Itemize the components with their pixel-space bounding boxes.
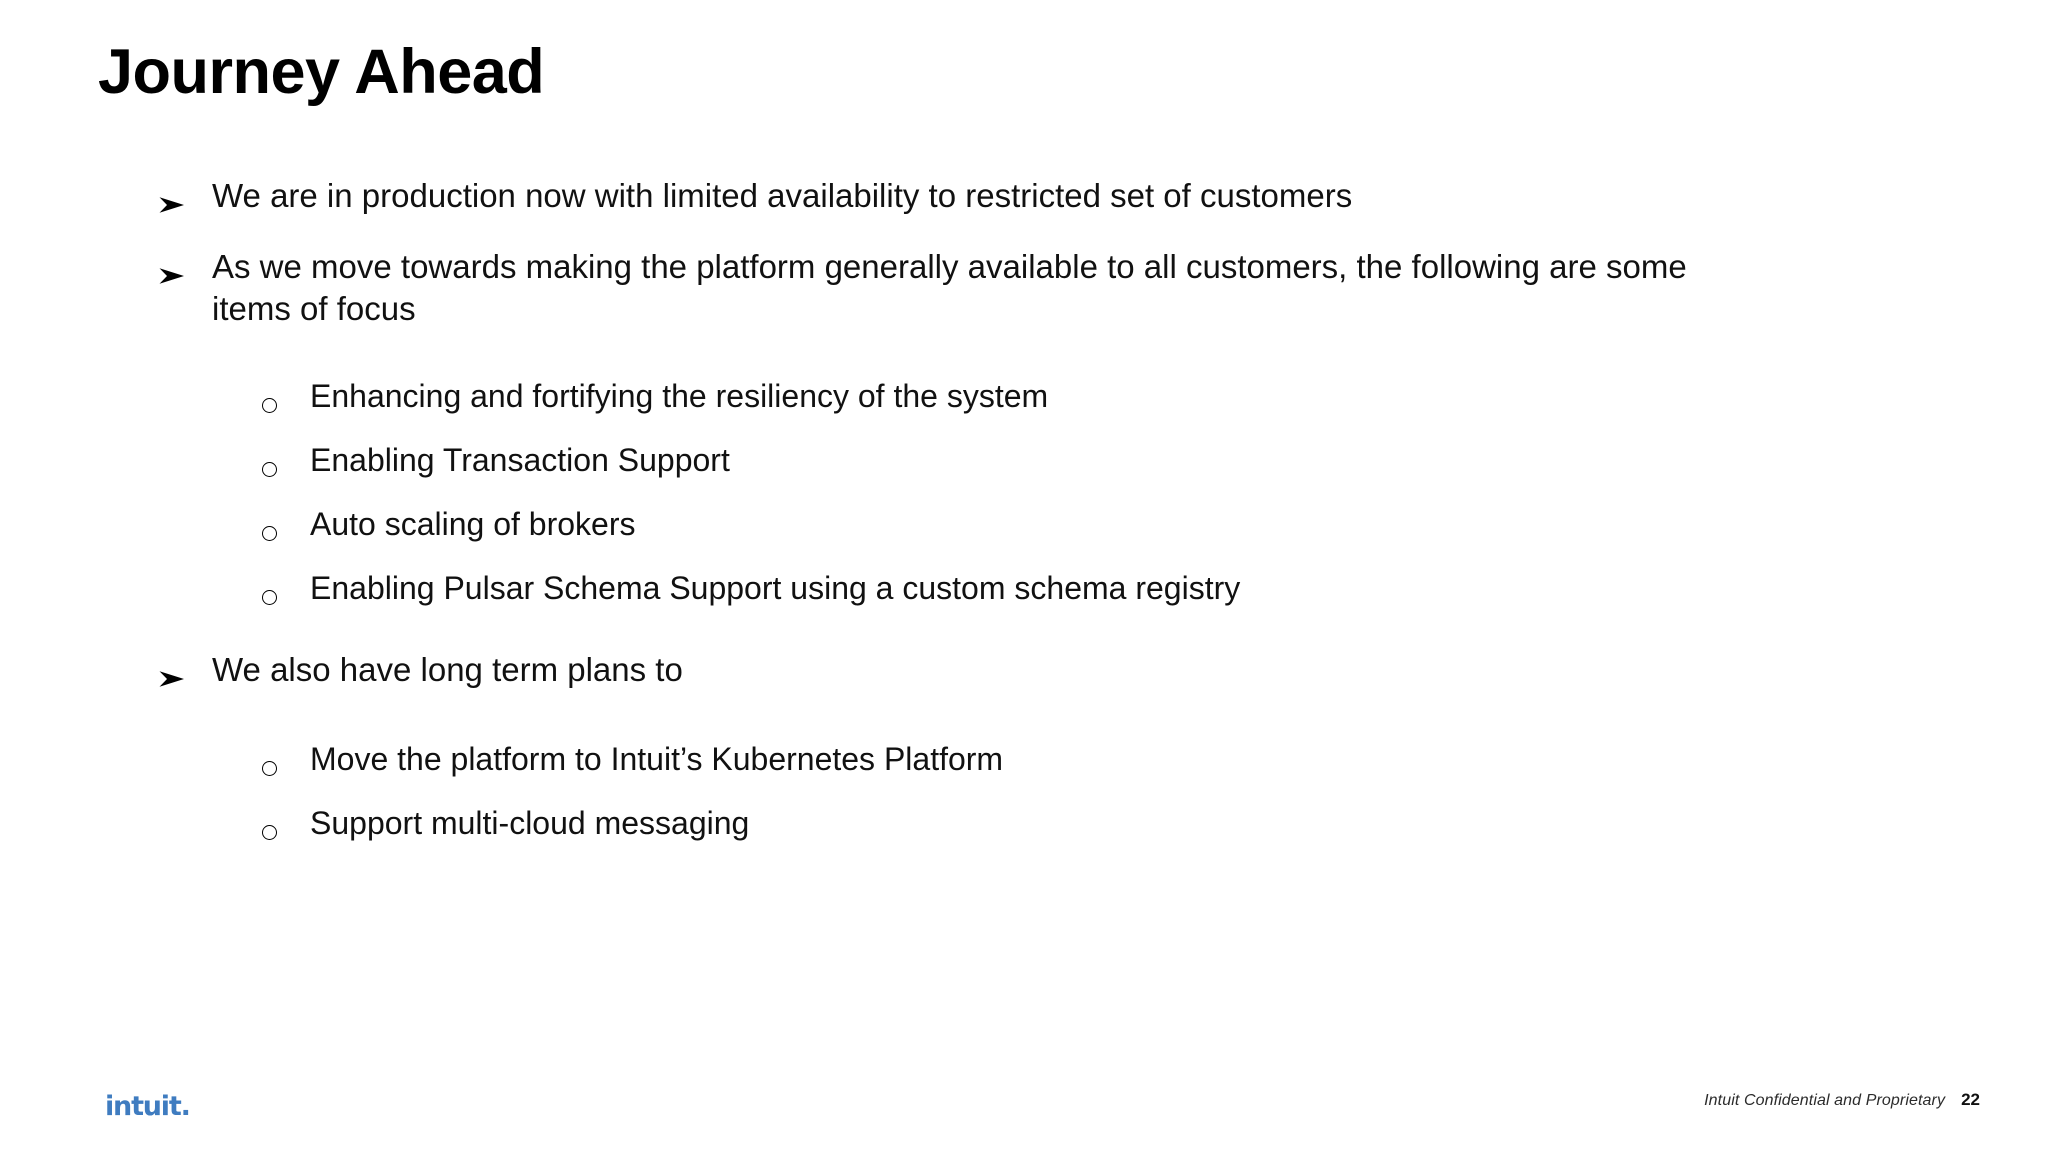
intuit-logo: intuit. — [105, 1091, 191, 1122]
list-item-label: We also have long term plans to — [212, 651, 683, 688]
list-spacer — [150, 720, 1980, 738]
circle-bullet-icon — [260, 375, 310, 418]
confidentiality-notice: Intuit Confidential and Proprietary — [1704, 1092, 1946, 1109]
list-item: Enabling Pulsar Schema Support using a c… — [150, 567, 1980, 610]
circle-bullet-icon — [260, 503, 310, 546]
page-number: 22 — [1961, 1090, 1980, 1109]
list-spacer — [150, 631, 1980, 649]
list-item: Auto scaling of brokers — [150, 503, 1980, 546]
circle-bullet-icon — [260, 439, 310, 482]
intuit-logo-wordmark: intuit — [105, 1091, 182, 1122]
list-item-label: Auto scaling of brokers — [310, 506, 636, 542]
list-item: Move the platform to Intuit’s Kubernetes… — [150, 738, 1980, 781]
list-spacer — [150, 357, 1980, 375]
list-item-label: Enabling Pulsar Schema Support using a c… — [310, 570, 1241, 606]
arrow-bullet-icon — [150, 246, 212, 290]
list-item-label: Enabling Transaction Support — [310, 442, 730, 478]
list-item-label: Enhancing and fortifying the resiliency … — [310, 378, 1049, 414]
list-item: We also have long term plans to — [150, 649, 1980, 693]
list-item-label: Support multi-cloud messaging — [310, 805, 750, 841]
list-item-label: Move the platform to Intuit’s Kubernetes… — [310, 741, 1004, 777]
list-item: We are in production now with limited av… — [150, 175, 1980, 219]
circle-bullet-icon — [260, 567, 310, 610]
footer-right-group: Intuit Confidential and Proprietary 22 — [1704, 1090, 1980, 1110]
list-item: Enhancing and fortifying the resiliency … — [150, 375, 1980, 418]
list-item: Enabling Transaction Support — [150, 439, 1980, 482]
arrow-bullet-icon — [150, 175, 212, 219]
list-item: As we move towards making the platform g… — [150, 246, 1980, 330]
circle-bullet-icon — [260, 738, 310, 781]
circle-bullet-icon — [260, 802, 310, 845]
intuit-logo-dot: . — [180, 1091, 191, 1122]
page-title: Journey Ahead — [98, 37, 545, 107]
arrow-bullet-icon — [150, 649, 212, 693]
list-item-label: We are in production now with limited av… — [212, 177, 1353, 214]
bullet-list: We are in production now with limited av… — [150, 175, 1980, 866]
list-item: Support multi-cloud messaging — [150, 802, 1980, 845]
list-item-label: As we move towards making the platform g… — [212, 248, 1687, 327]
